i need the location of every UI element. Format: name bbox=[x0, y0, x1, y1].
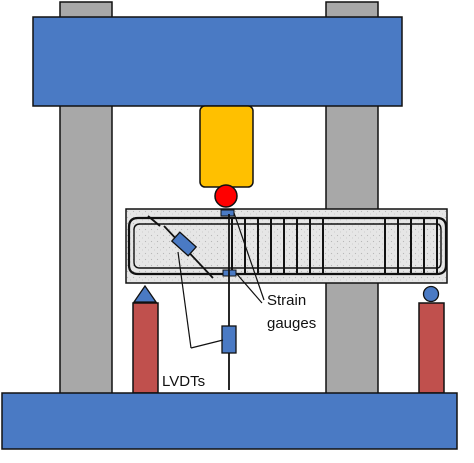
strain-gauge-top-icon bbox=[220, 209, 235, 217]
left-column bbox=[59, 104, 113, 396]
right-support-pedestal bbox=[418, 302, 445, 394]
pin-support-icon bbox=[132, 284, 158, 303]
vertical-lvdt-icon bbox=[221, 325, 237, 354]
diagonal-lvdt-icon bbox=[170, 231, 198, 257]
actuator bbox=[199, 105, 254, 188]
reinforcement-cage bbox=[127, 215, 448, 276]
base-platform bbox=[1, 392, 458, 450]
roller-support-icon bbox=[422, 285, 440, 303]
load-ball bbox=[214, 184, 238, 208]
top-crosshead bbox=[32, 16, 403, 107]
left-support-pedestal bbox=[132, 302, 159, 394]
strain-gauges-label-line2: gauges bbox=[267, 315, 316, 332]
lvdt-leaders bbox=[177, 251, 224, 349]
strain-gauges-label-line1: Strain bbox=[267, 292, 306, 309]
stirrups bbox=[231, 218, 438, 274]
strain-gauge-leaders bbox=[233, 212, 265, 304]
lvdts-label: LVDTs bbox=[162, 373, 205, 390]
